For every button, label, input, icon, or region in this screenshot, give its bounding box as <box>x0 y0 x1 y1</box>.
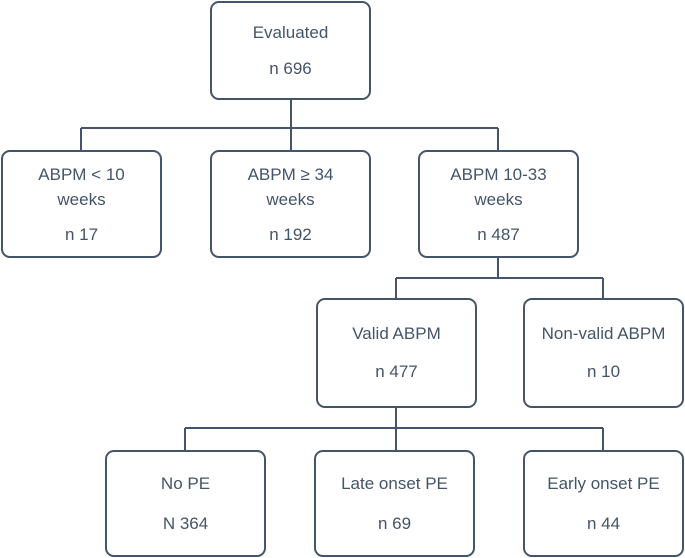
node-abpm-lt10: ABPM < 10 weeks n 17 <box>1 150 162 258</box>
node-evaluated: Evaluated n 696 <box>210 1 371 100</box>
node-late-onset-pe: Late onset PE n 69 <box>314 450 475 557</box>
node-early-onset-pe: Early onset PE n 44 <box>523 450 684 557</box>
node-early-onset-pe-count: n 44 <box>586 513 621 533</box>
node-no-pe: No PE N 364 <box>105 450 266 557</box>
node-abpm-lt10-count: n 17 <box>64 224 99 244</box>
node-non-valid-abpm-label: Non-valid ABPM <box>541 324 666 343</box>
node-non-valid-abpm: Non-valid ABPM n 10 <box>523 298 684 408</box>
node-valid-abpm-count: n 477 <box>375 362 418 381</box>
node-valid-abpm-label: Valid ABPM <box>352 324 441 343</box>
node-valid-abpm: Valid ABPM n 477 <box>316 298 477 408</box>
node-abpm-lt10-label-2: weeks <box>57 189 106 209</box>
node-early-onset-pe-label: Early onset PE <box>547 473 660 493</box>
node-late-onset-pe-count: n 69 <box>377 513 412 533</box>
node-no-pe-label: No PE <box>160 473 211 493</box>
node-abpm-ge34-count: n 192 <box>269 224 312 244</box>
node-abpm-ge34-label-1: ABPM ≥ 34 <box>247 164 334 184</box>
node-abpm-10-33-label-1: ABPM 10-33 <box>450 164 547 184</box>
node-abpm-ge34: ABPM ≥ 34 weeks n 192 <box>210 150 371 258</box>
node-abpm-10-33: ABPM 10-33 weeks n 487 <box>418 150 579 258</box>
node-evaluated-label: Evaluated <box>252 22 329 42</box>
node-abpm-10-33-count: n 487 <box>477 224 520 244</box>
node-abpm-ge34-label-2: weeks <box>266 189 315 209</box>
node-abpm-10-33-label-2: weeks <box>474 189 523 209</box>
node-late-onset-pe-label: Late onset PE <box>341 473 448 493</box>
node-evaluated-count: n 696 <box>269 58 312 78</box>
node-abpm-lt10-label-1: ABPM < 10 <box>38 164 125 184</box>
node-no-pe-count: N 364 <box>162 513 209 533</box>
node-non-valid-abpm-count: n 10 <box>586 362 621 381</box>
